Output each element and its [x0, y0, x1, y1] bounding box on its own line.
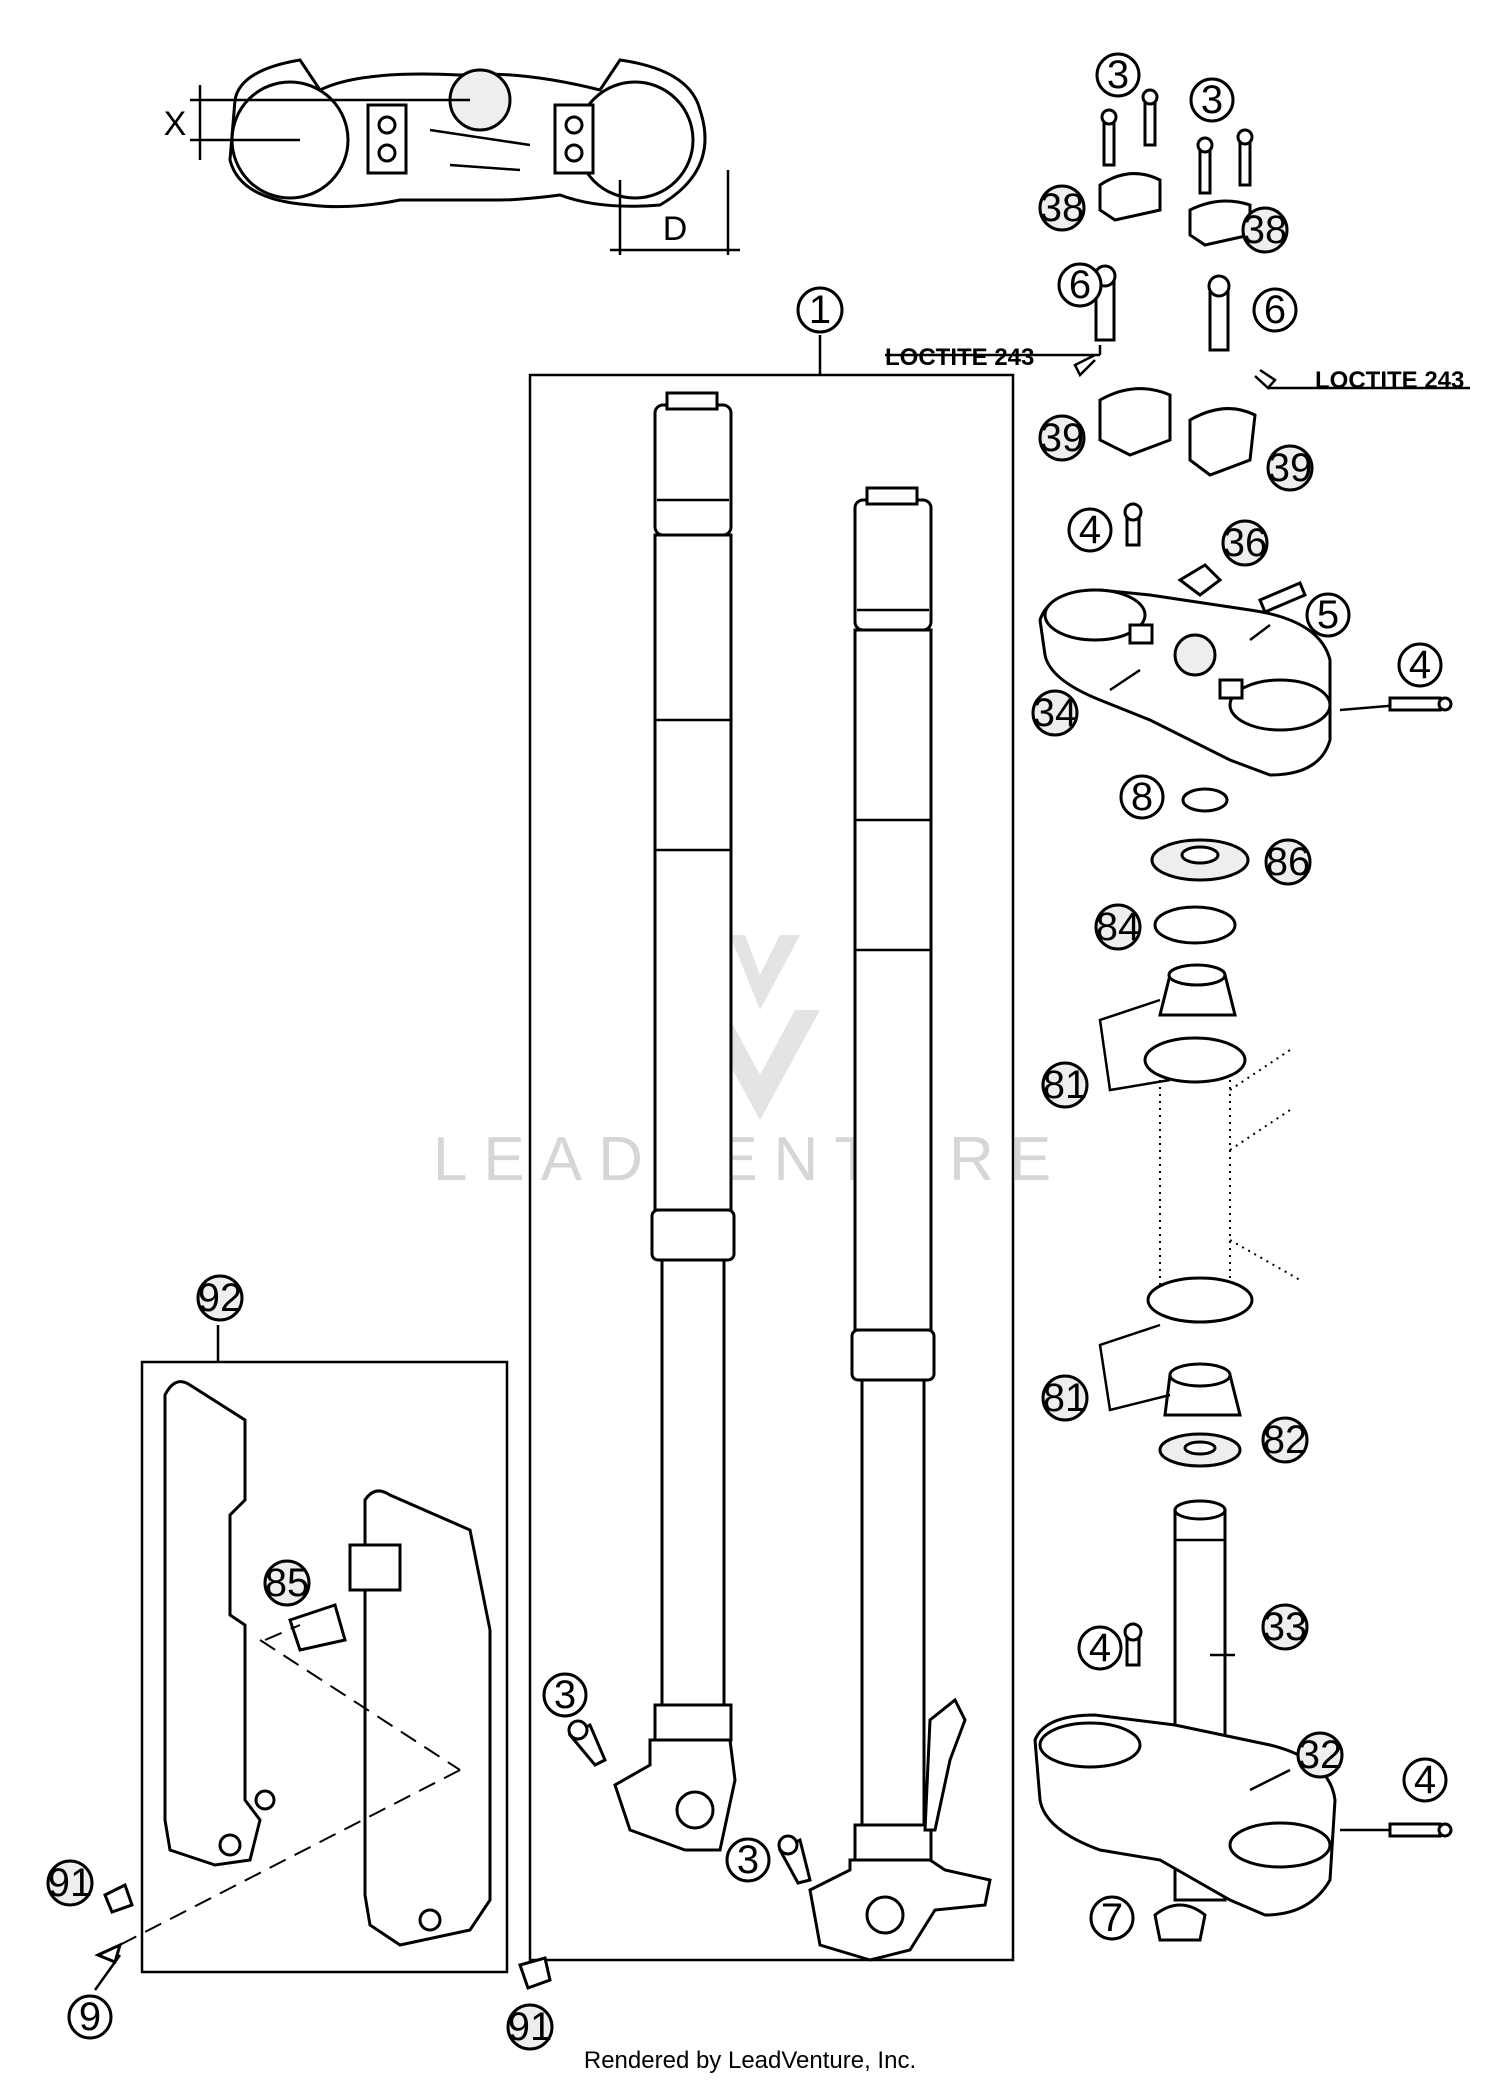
fork-guards-box	[109, 1325, 509, 1974]
callout-4	[1067, 507, 1113, 553]
callout-92	[196, 1274, 244, 1322]
callout-4-label: 4	[1089, 1626, 1111, 1670]
steering-bearings	[1098, 787, 1301, 1468]
callout-7-label: 7	[1101, 1896, 1123, 1940]
callout-5-label: 5	[1317, 593, 1339, 637]
upper-triple-clamp	[1038, 502, 1453, 777]
callout-8	[1119, 774, 1165, 820]
callout-6-label: 6	[1069, 263, 1091, 307]
callout-84	[1094, 903, 1142, 951]
callout-86	[1264, 838, 1312, 886]
watermark: LEADVENTURE	[433, 935, 1067, 1194]
callout-81-label: 81	[1043, 1376, 1088, 1420]
callout-4-label: 4	[1409, 643, 1431, 687]
callout-38	[1038, 184, 1086, 232]
lower-triple-clamp	[1033, 1499, 1453, 1942]
loctite-note-left: LOCTITE 243	[885, 344, 1034, 371]
callout-38-label: 38	[1040, 186, 1085, 230]
callout-4	[1077, 1625, 1123, 1671]
callout-81	[1041, 1061, 1089, 1109]
callout-34	[1031, 689, 1079, 737]
callout-92-label: 92	[198, 1276, 243, 1320]
callout-8-label: 8	[1131, 775, 1153, 819]
callout-81-label: 81	[1043, 1063, 1088, 1107]
callout-36	[1221, 519, 1269, 567]
triple-clamp-top-view: X D	[164, 58, 740, 255]
callout-91-label: 91	[48, 1861, 93, 1905]
watermark-text: LEADVENTURE	[433, 1125, 1067, 1194]
callout-91	[506, 2003, 554, 2051]
callout-6-label: 6	[1264, 288, 1286, 332]
callout-4	[1397, 642, 1443, 688]
callout-85	[263, 1559, 311, 1607]
dimension-x-label: X	[164, 105, 187, 143]
callout-39-label: 39	[1268, 446, 1313, 490]
callout-32-label: 32	[1298, 1733, 1343, 1777]
fork-assembly-box	[528, 335, 1015, 1962]
callout-91-label: 91	[508, 2005, 553, 2049]
callout-33-label: 33	[1263, 1605, 1308, 1649]
leader-lines	[1109, 624, 1291, 1792]
handlebar-clamps	[885, 88, 1470, 477]
callout-3	[542, 1672, 588, 1718]
callout-39	[1266, 444, 1314, 492]
guard-fasteners	[93, 1882, 552, 1991]
callout-86-label: 86	[1266, 840, 1311, 884]
callout-82	[1261, 1416, 1309, 1464]
callout-6	[1057, 262, 1103, 308]
callout-4	[1402, 1757, 1448, 1803]
callout-1	[796, 286, 844, 334]
callout-39	[1038, 414, 1086, 462]
callouts: 1 3 3 38 38 6 6 LOCTITE 243 LOCTITE 243 …	[46, 52, 1464, 2051]
callout-38	[1241, 206, 1289, 254]
callout-33	[1261, 1603, 1309, 1651]
callout-39-label: 39	[1040, 416, 1085, 460]
callout-3-label: 3	[554, 1673, 576, 1717]
callout-81	[1041, 1374, 1089, 1422]
callout-32	[1296, 1731, 1344, 1779]
callout-9-label: 9	[79, 1995, 101, 2039]
callout-34-label: 34	[1033, 691, 1078, 735]
callout-82-label: 82	[1263, 1418, 1308, 1462]
callout-3-label: 3	[1201, 78, 1223, 122]
callout-4-label: 4	[1414, 1758, 1436, 1802]
callout-6	[1252, 287, 1298, 333]
callout-5	[1305, 592, 1351, 638]
callout-4-label: 4	[1079, 508, 1101, 552]
callout-9	[67, 1994, 113, 2040]
callout-36-label: 36	[1223, 521, 1268, 565]
callout-84-label: 84	[1096, 905, 1141, 949]
callout-91	[46, 1859, 94, 1907]
dimension-d-label: D	[663, 210, 688, 248]
footer-credit: Rendered by LeadVenture, Inc.	[584, 2047, 916, 2074]
callout-3-label: 3	[737, 1838, 759, 1882]
callout-3	[1189, 77, 1235, 123]
callout-85-label: 85	[265, 1561, 310, 1605]
callout-3	[1095, 52, 1141, 98]
callout-3	[725, 1837, 771, 1883]
callout-3-label: 3	[1107, 53, 1129, 97]
callout-38-label: 38	[1243, 208, 1288, 252]
loctite-note-right: LOCTITE 243	[1315, 367, 1464, 394]
callout-7	[1089, 1895, 1135, 1941]
callout-1-label: 1	[809, 288, 831, 332]
